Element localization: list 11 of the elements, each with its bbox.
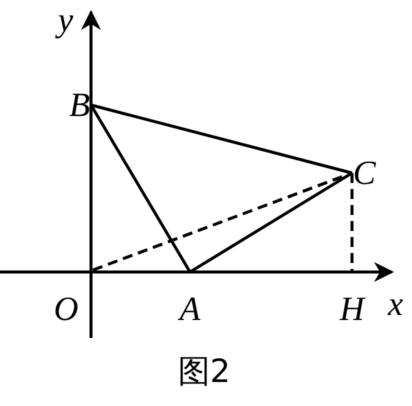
figure-caption: 图2 [178,355,230,387]
point-label: O [54,293,78,327]
line-segment [90,104,352,174]
point-label: A [180,293,200,327]
line-segment [189,172,353,274]
axis-label: x [388,288,404,322]
line-segment [90,104,192,273]
point-label: C [353,157,376,191]
point-label: B [69,89,90,123]
dashed-segment [350,173,354,272]
point-label: H [340,293,364,327]
